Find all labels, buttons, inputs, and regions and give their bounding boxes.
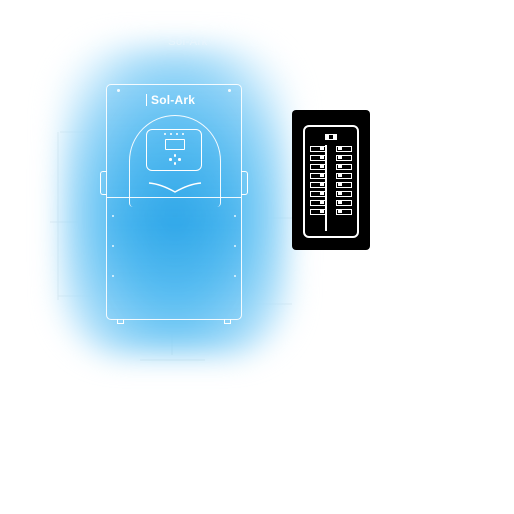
breaker-switch-right[interactable]: [336, 191, 352, 197]
foot-icon: [224, 319, 231, 324]
breaker-toggle-icon: [338, 183, 342, 186]
key-left-icon[interactable]: [169, 158, 172, 161]
screw-icon: [228, 89, 231, 92]
breaker-toggle-icon: [338, 174, 342, 177]
front-arch: [129, 115, 221, 207]
breaker-toggle-icon: [338, 210, 342, 213]
led-icon: [164, 133, 166, 135]
led-icon: [176, 133, 178, 135]
right-handle: [241, 171, 248, 195]
breaker-toggle-icon: [320, 165, 324, 168]
breaker-switch-right[interactable]: [336, 200, 352, 206]
inverter-unit[interactable]: Sol-Ark: [100, 84, 248, 324]
breaker-switch-right[interactable]: [336, 146, 352, 152]
key-up-icon[interactable]: [173, 154, 176, 157]
screw-icon: [117, 89, 120, 92]
breaker-panel[interactable]: [292, 110, 370, 250]
breaker-row: [310, 199, 352, 208]
breaker-row: [310, 145, 352, 154]
rivet-icon: [112, 275, 114, 277]
breaker-toggle-icon: [320, 192, 324, 195]
foot-icon: [117, 319, 124, 324]
key-down-icon[interactable]: [173, 162, 176, 165]
brand-name: Sol-Ark: [151, 93, 196, 107]
breaker-switch-left[interactable]: [310, 182, 326, 188]
lcd-screen: [165, 139, 185, 150]
breaker-row: [310, 172, 352, 181]
breaker-toggle-icon: [320, 210, 324, 213]
breaker-switch-right[interactable]: [336, 182, 352, 188]
breaker-switch-left[interactable]: [310, 173, 326, 179]
breaker-row: [310, 163, 352, 172]
breaker-rows: [310, 145, 352, 217]
breaker-toggle-icon: [338, 201, 342, 204]
breaker-switch-left[interactable]: [310, 146, 326, 152]
control-panel[interactable]: [146, 129, 202, 171]
breaker-switch-right[interactable]: [336, 209, 352, 215]
breaker-toggle-icon: [338, 165, 342, 168]
breaker-switch-left[interactable]: [310, 209, 326, 215]
breaker-row: [310, 154, 352, 163]
breaker-toggle-icon: [320, 174, 324, 177]
logo-mark-icon: [146, 94, 150, 106]
rivet-icon: [234, 245, 236, 247]
faint-caption: Sol-Ark: [168, 36, 208, 48]
breaker-toggle-icon: [338, 192, 342, 195]
breaker-switch-right[interactable]: [336, 155, 352, 161]
rivet-icon: [112, 245, 114, 247]
rivet-icon: [112, 215, 114, 217]
led-icon: [182, 133, 184, 135]
keypad[interactable]: [168, 154, 182, 166]
breaker-toggle-icon: [320, 201, 324, 204]
breaker-panel-frame: [303, 125, 359, 238]
rivet-icon: [234, 215, 236, 217]
breaker-switch-left[interactable]: [310, 191, 326, 197]
breaker-switch-left[interactable]: [310, 200, 326, 206]
breaker-row: [310, 208, 352, 217]
breaker-toggle-icon: [338, 147, 342, 150]
bus-bar: [325, 145, 327, 231]
key-right-icon[interactable]: [178, 158, 181, 161]
status-leds: [164, 133, 184, 135]
breaker-toggle-icon: [320, 156, 324, 159]
breaker-toggle-icon: [338, 156, 342, 159]
main-breaker[interactable]: [325, 134, 337, 140]
body-divider: [107, 197, 241, 198]
led-icon: [170, 133, 172, 135]
breaker-switch-right[interactable]: [336, 173, 352, 179]
left-handle: [100, 171, 107, 195]
breaker-switch-left[interactable]: [310, 155, 326, 161]
chevron-down-icon: [148, 182, 202, 193]
brand-logo: Sol-Ark: [146, 93, 196, 107]
breaker-toggle-icon: [320, 147, 324, 150]
breaker-row: [310, 190, 352, 199]
breaker-switch-left[interactable]: [310, 164, 326, 170]
breaker-row: [310, 181, 352, 190]
rivet-icon: [234, 275, 236, 277]
breaker-toggle-icon: [320, 183, 324, 186]
breaker-switch-right[interactable]: [336, 164, 352, 170]
